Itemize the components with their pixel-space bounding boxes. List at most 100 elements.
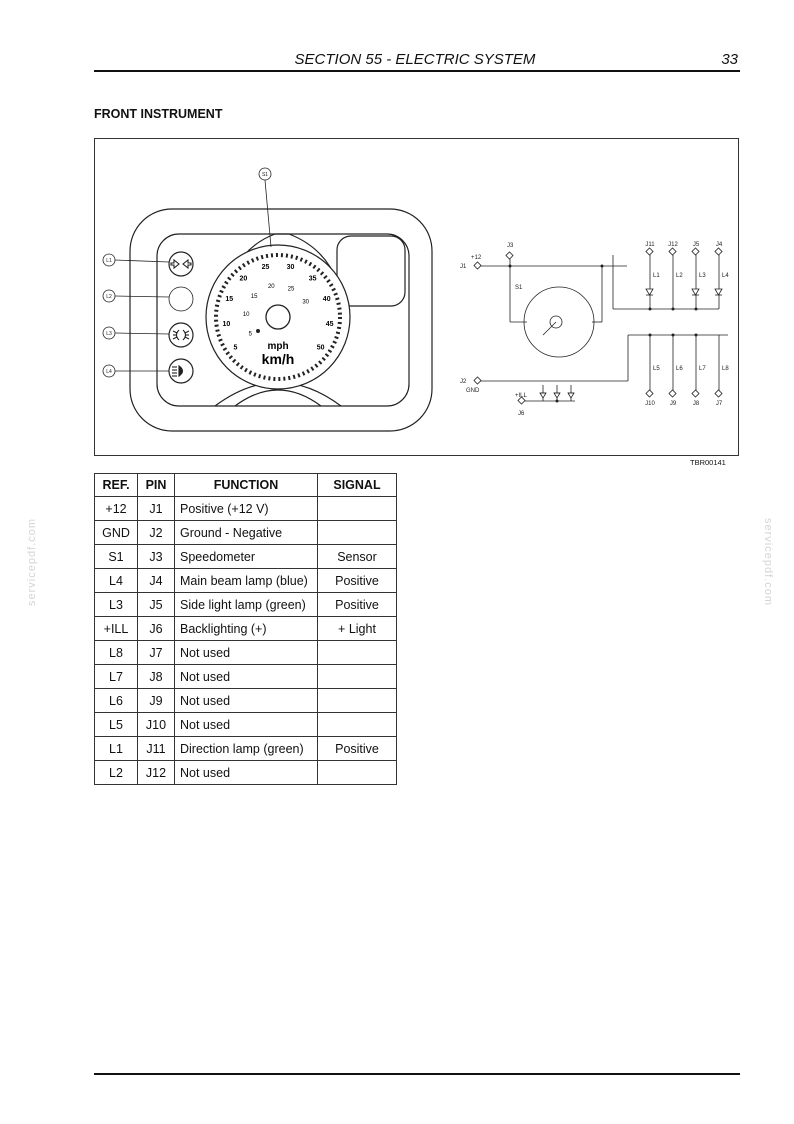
cell-signal: Positive [317, 592, 397, 617]
schematic-lamp-label: L2 [676, 273, 683, 279]
panel-outer-housing [129, 208, 433, 432]
cell-function: Main beam lamp (blue) [174, 568, 318, 593]
schematic-pin-label: J7 [716, 401, 723, 407]
section-heading: FRONT INSTRUMENT [94, 107, 223, 121]
side-light-icon [168, 322, 194, 348]
dial-tick-ring [214, 253, 342, 381]
cell-signal [317, 520, 397, 545]
cell-ref: L7 [94, 664, 138, 689]
cell-pin: J12 [137, 760, 175, 785]
cell-function: Direction lamp (green) [174, 736, 318, 761]
cell-ref: +12 [94, 496, 138, 521]
label-j6: J6 [518, 411, 525, 417]
cell-pin: J11 [137, 736, 175, 761]
cell-function: Ground - Negative [174, 520, 318, 545]
cell-function: Not used [174, 664, 318, 689]
header-ref: REF. [94, 473, 138, 497]
label-j3: J3 [507, 243, 514, 249]
dial-scale-label: 15 [225, 296, 233, 303]
dial-scale-label: 5 [233, 344, 237, 351]
dial-scale-label: 50 [317, 344, 325, 351]
watermark-left: servicepdf.com [25, 518, 38, 606]
dial-scale-label: 20 [240, 276, 248, 283]
dial-scale-label: 45 [326, 321, 334, 328]
cell-ref: L5 [94, 712, 138, 737]
cell-ref: +ILL [94, 616, 138, 641]
cell-signal [317, 712, 397, 737]
label-s1: S1 [515, 285, 523, 291]
table-header-row: REF. PIN FUNCTION SIGNAL [94, 473, 397, 497]
wiring-schematic [480, 255, 728, 402]
cell-function: Backlighting (+) [174, 616, 318, 641]
dial-scale-label: 5 [249, 332, 253, 338]
cell-pin: J3 [137, 544, 175, 569]
dial-scale-label: 30 [302, 300, 309, 306]
cell-signal: Positive [317, 568, 397, 593]
dial-scale-label: 40 [323, 296, 331, 303]
cell-signal: Positive [317, 736, 397, 761]
cell-pin: J5 [137, 592, 175, 617]
cell-pin: J2 [137, 520, 175, 545]
schematic-lamp-label: L8 [722, 366, 729, 372]
cell-pin: J6 [137, 616, 175, 641]
label-j2: J2 [460, 379, 467, 385]
header-pin: PIN [137, 473, 175, 497]
schematic-lamp-label: L6 [676, 366, 683, 372]
cell-signal: Sensor [317, 544, 397, 569]
watermark-right: servicepdf.com [761, 518, 774, 606]
schematic-lamp-label: L4 [722, 273, 729, 279]
header-signal: SIGNAL [317, 473, 397, 497]
schematic-lamp-label: L7 [699, 366, 706, 372]
callout-l1-label: L1 [106, 258, 112, 264]
unit-mph-label: mph [267, 341, 288, 352]
dial-hub [265, 304, 291, 330]
callout-s1-label: S1 [262, 172, 268, 178]
cell-function: Not used [174, 688, 318, 713]
callout-l4-label: L4 [106, 369, 112, 375]
dial-scale-label: 10 [223, 321, 231, 328]
dial-scale-label: 15 [251, 294, 258, 300]
cell-signal [317, 640, 397, 665]
dial-scale-label: 25 [262, 264, 270, 271]
schematic-pin-label: J4 [716, 242, 723, 248]
header-title: SECTION 55 - ELECTRIC SYSTEM [294, 51, 536, 68]
cell-signal [317, 688, 397, 713]
speedometer-symbol [523, 286, 595, 358]
cell-pin: J7 [137, 640, 175, 665]
cell-pin: J1 [137, 496, 175, 521]
cell-signal [317, 496, 397, 521]
dial-scale-label: 25 [288, 286, 295, 292]
schematic-lamp-label: L1 [653, 273, 660, 279]
header-function: FUNCTION [174, 473, 318, 497]
cell-ref: L3 [94, 592, 138, 617]
cell-ref: L6 [94, 688, 138, 713]
label-plus12: +12 [471, 255, 482, 261]
cell-pin: J10 [137, 712, 175, 737]
unit-kmh-label: km/h [262, 351, 295, 367]
unused-lamp-icon [168, 286, 194, 312]
cell-pin: J8 [137, 664, 175, 689]
cell-pin: J4 [137, 568, 175, 593]
figure-code: TBR00141 [690, 458, 726, 467]
cell-ref: L1 [94, 736, 138, 761]
label-j1: J1 [460, 264, 467, 270]
label-gnd: GND [466, 388, 480, 394]
cell-ref: GND [94, 520, 138, 545]
schematic-lamp-label: L3 [699, 273, 706, 279]
cell-pin: J9 [137, 688, 175, 713]
schematic-lamp-label: L5 [653, 366, 660, 372]
cell-function: Side light lamp (green) [174, 592, 318, 617]
cell-function: Not used [174, 640, 318, 665]
